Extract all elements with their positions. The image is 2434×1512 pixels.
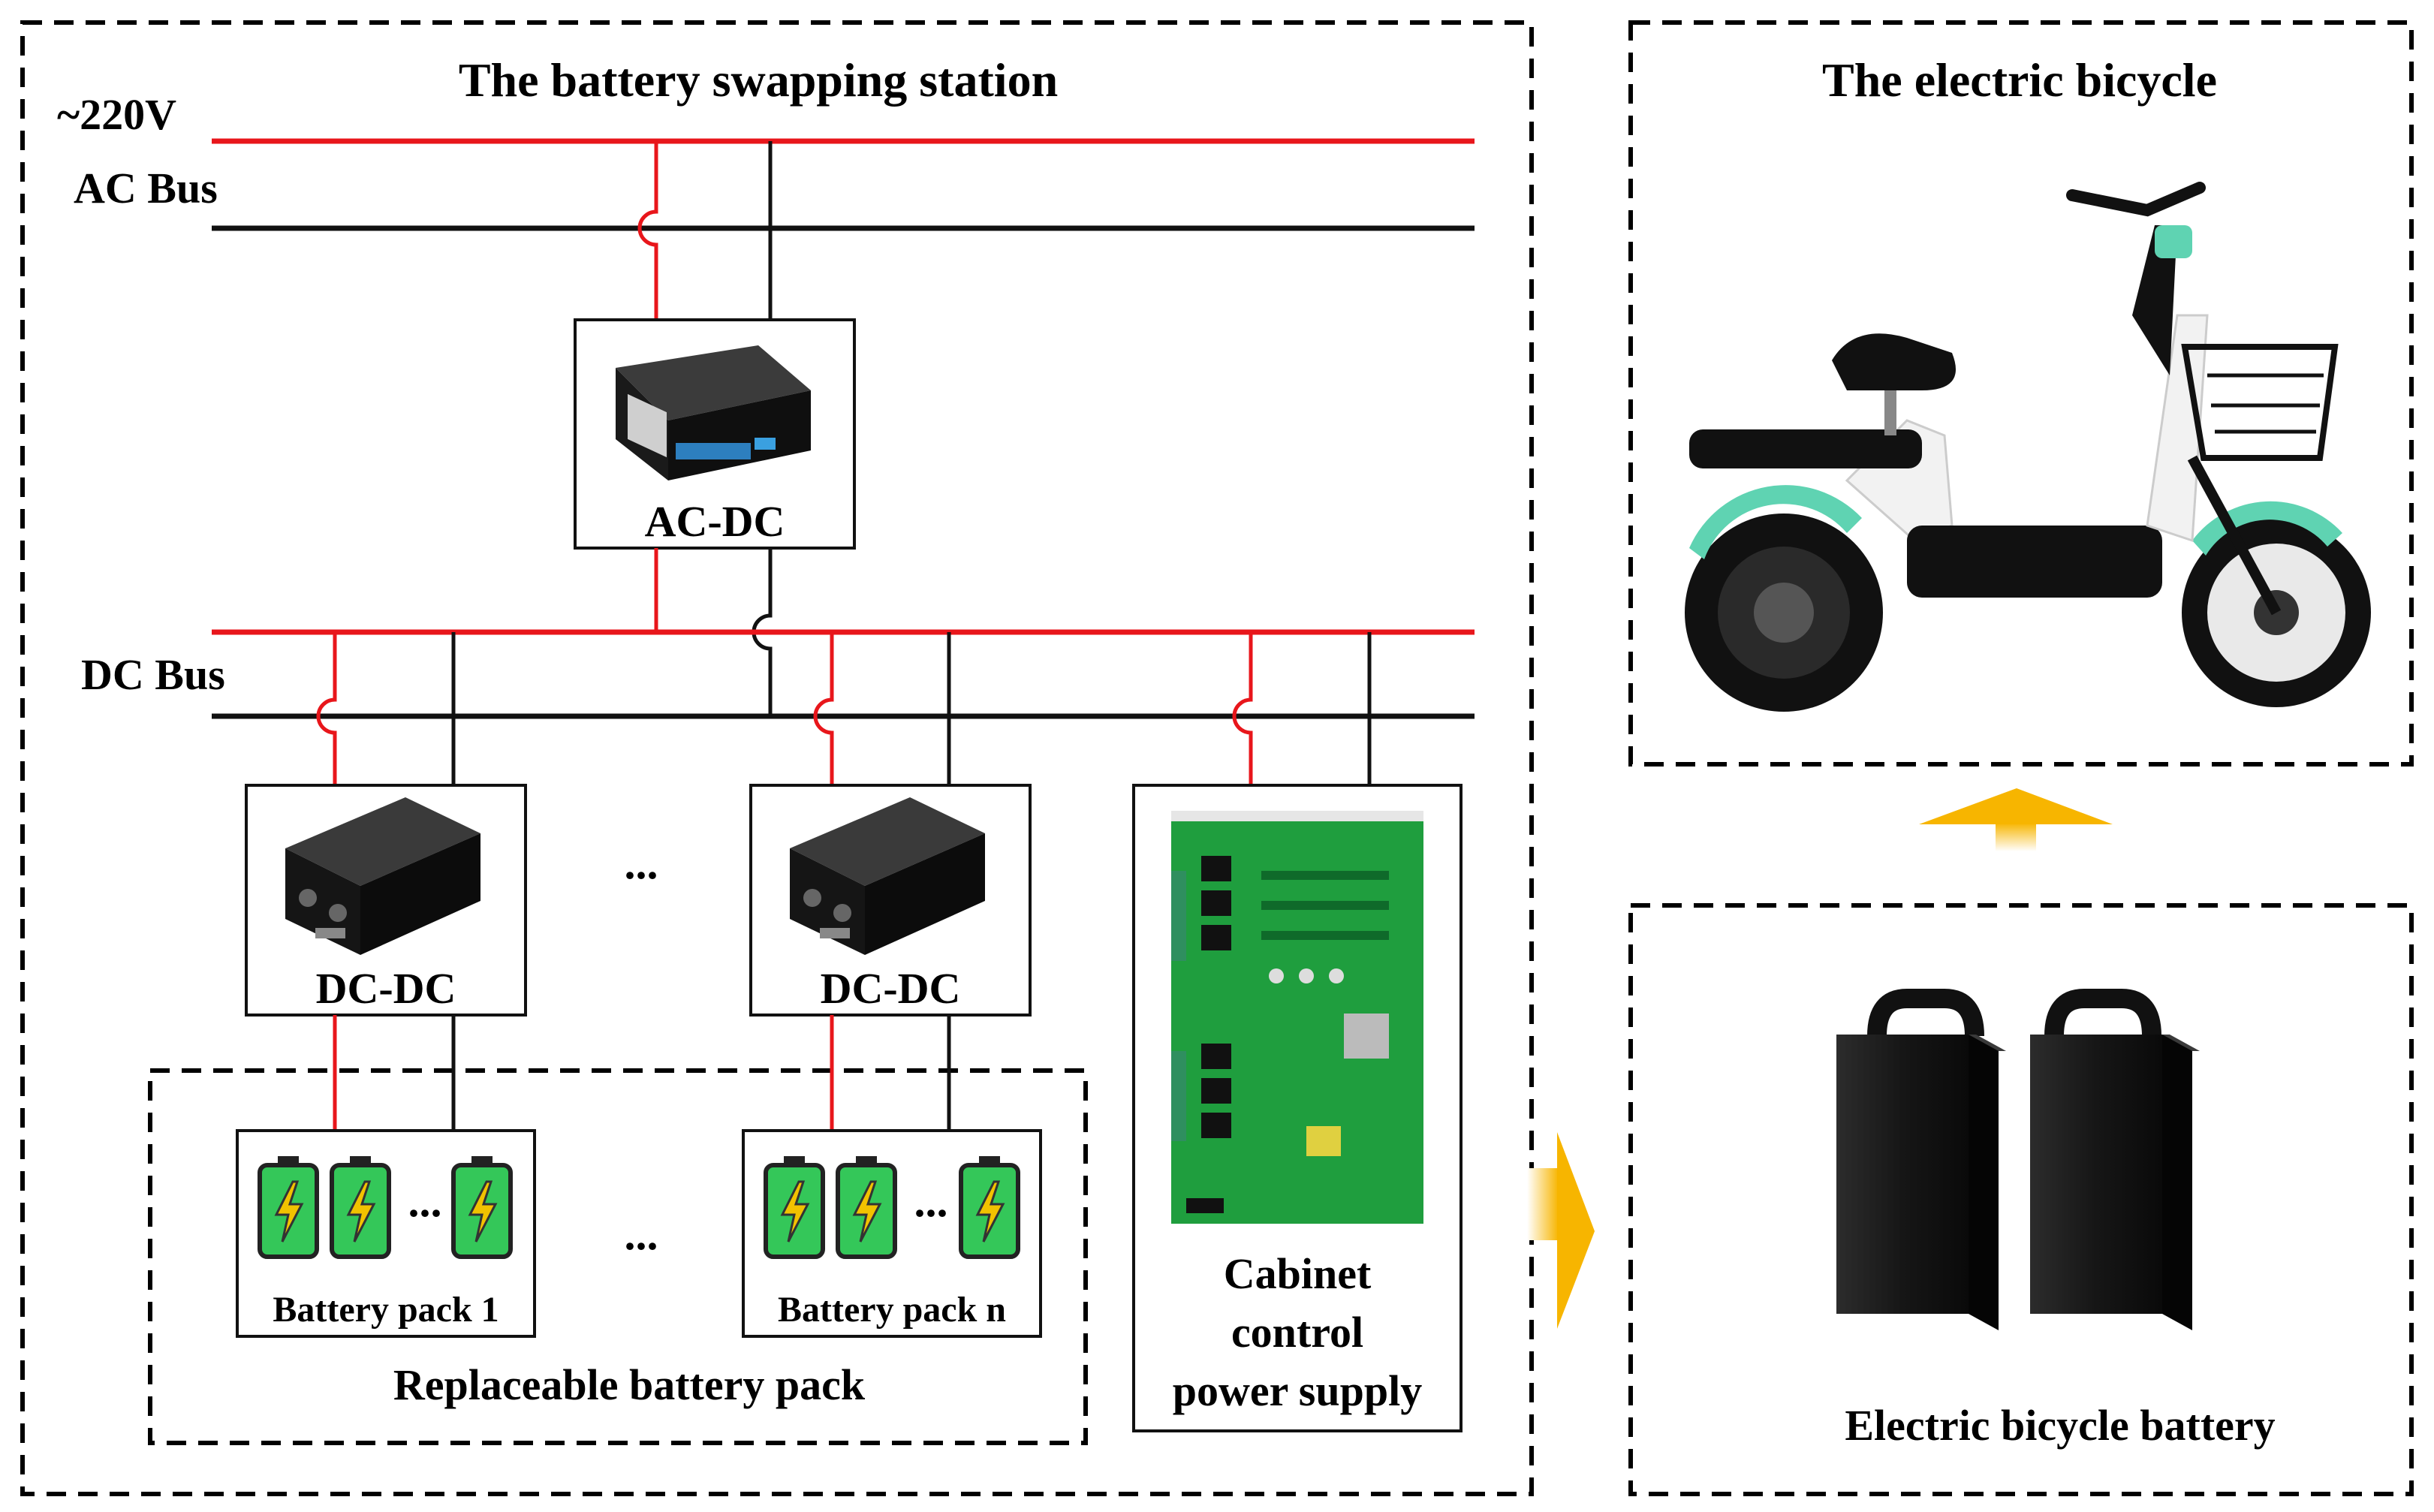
bicycle-title: The electric bicycle: [1822, 53, 2217, 107]
dc-dc-converter-image-2: [790, 797, 985, 955]
ac-dc-label: AC-DC: [645, 497, 785, 546]
voltage-label: ~220V: [57, 90, 176, 139]
battery-cell-icon: [330, 1156, 391, 1259]
station-frame: [20, 20, 1534, 1496]
dc-dc-label-1: DC-DC: [316, 964, 456, 1013]
dc-bus-label: DC Bus: [81, 650, 225, 699]
dc-dc-converter-image-1: [285, 797, 480, 955]
battery-cell-icon: [959, 1156, 1020, 1259]
battery-cells: [258, 1156, 1020, 1259]
cabinet-label-line2: control: [1231, 1308, 1363, 1357]
battery-cell-icon: [836, 1156, 897, 1259]
battery-pack-n-label: Battery pack n: [778, 1290, 1006, 1330]
cabinet-label-line1: Cabinet: [1224, 1249, 1372, 1298]
ac-dc-converter-image: [616, 345, 811, 480]
acdc-positive-feed: [637, 141, 658, 320]
arrow-right-icon: [1527, 1132, 1595, 1329]
dcdc1-positive-feed: [316, 632, 337, 785]
cabinet-label-line3: power supply: [1173, 1366, 1423, 1415]
packn-inner-ellipsis: ...: [914, 1176, 948, 1226]
electric-bicycle-image: [1685, 182, 2371, 712]
arrow-up-icon: [1919, 788, 2113, 851]
replaceable-label: Replaceable battery pack: [393, 1360, 866, 1409]
ebike-battery-label: Electric bicycle battery: [1845, 1401, 2275, 1450]
replaceable-pack-frame: [148, 1068, 1088, 1445]
pack1-inner-ellipsis: ...: [408, 1176, 442, 1226]
dc-dc-label-2: DC-DC: [821, 964, 961, 1013]
converters-ellipsis: ...: [625, 839, 658, 888]
station-title: The battery swapping station: [459, 53, 1058, 107]
bicycle-frame: [1628, 20, 2414, 767]
dcdc2-positive-feed: [813, 632, 834, 785]
ebike-battery-frame: [1628, 903, 2414, 1496]
ebike-battery-image: [1836, 989, 2200, 1330]
battery-cell-icon: [451, 1156, 513, 1259]
ac-bus-label: AC Bus: [74, 164, 218, 212]
cabinet-positive-feed: [1232, 632, 1253, 785]
cabinet-pcb-image: [1171, 811, 1423, 1224]
battery-pack-1-label: Battery pack 1: [273, 1290, 499, 1330]
battery-cell-icon: [258, 1156, 319, 1259]
packs-ellipsis: ...: [625, 1209, 658, 1259]
battery-cell-icon: [764, 1156, 825, 1259]
